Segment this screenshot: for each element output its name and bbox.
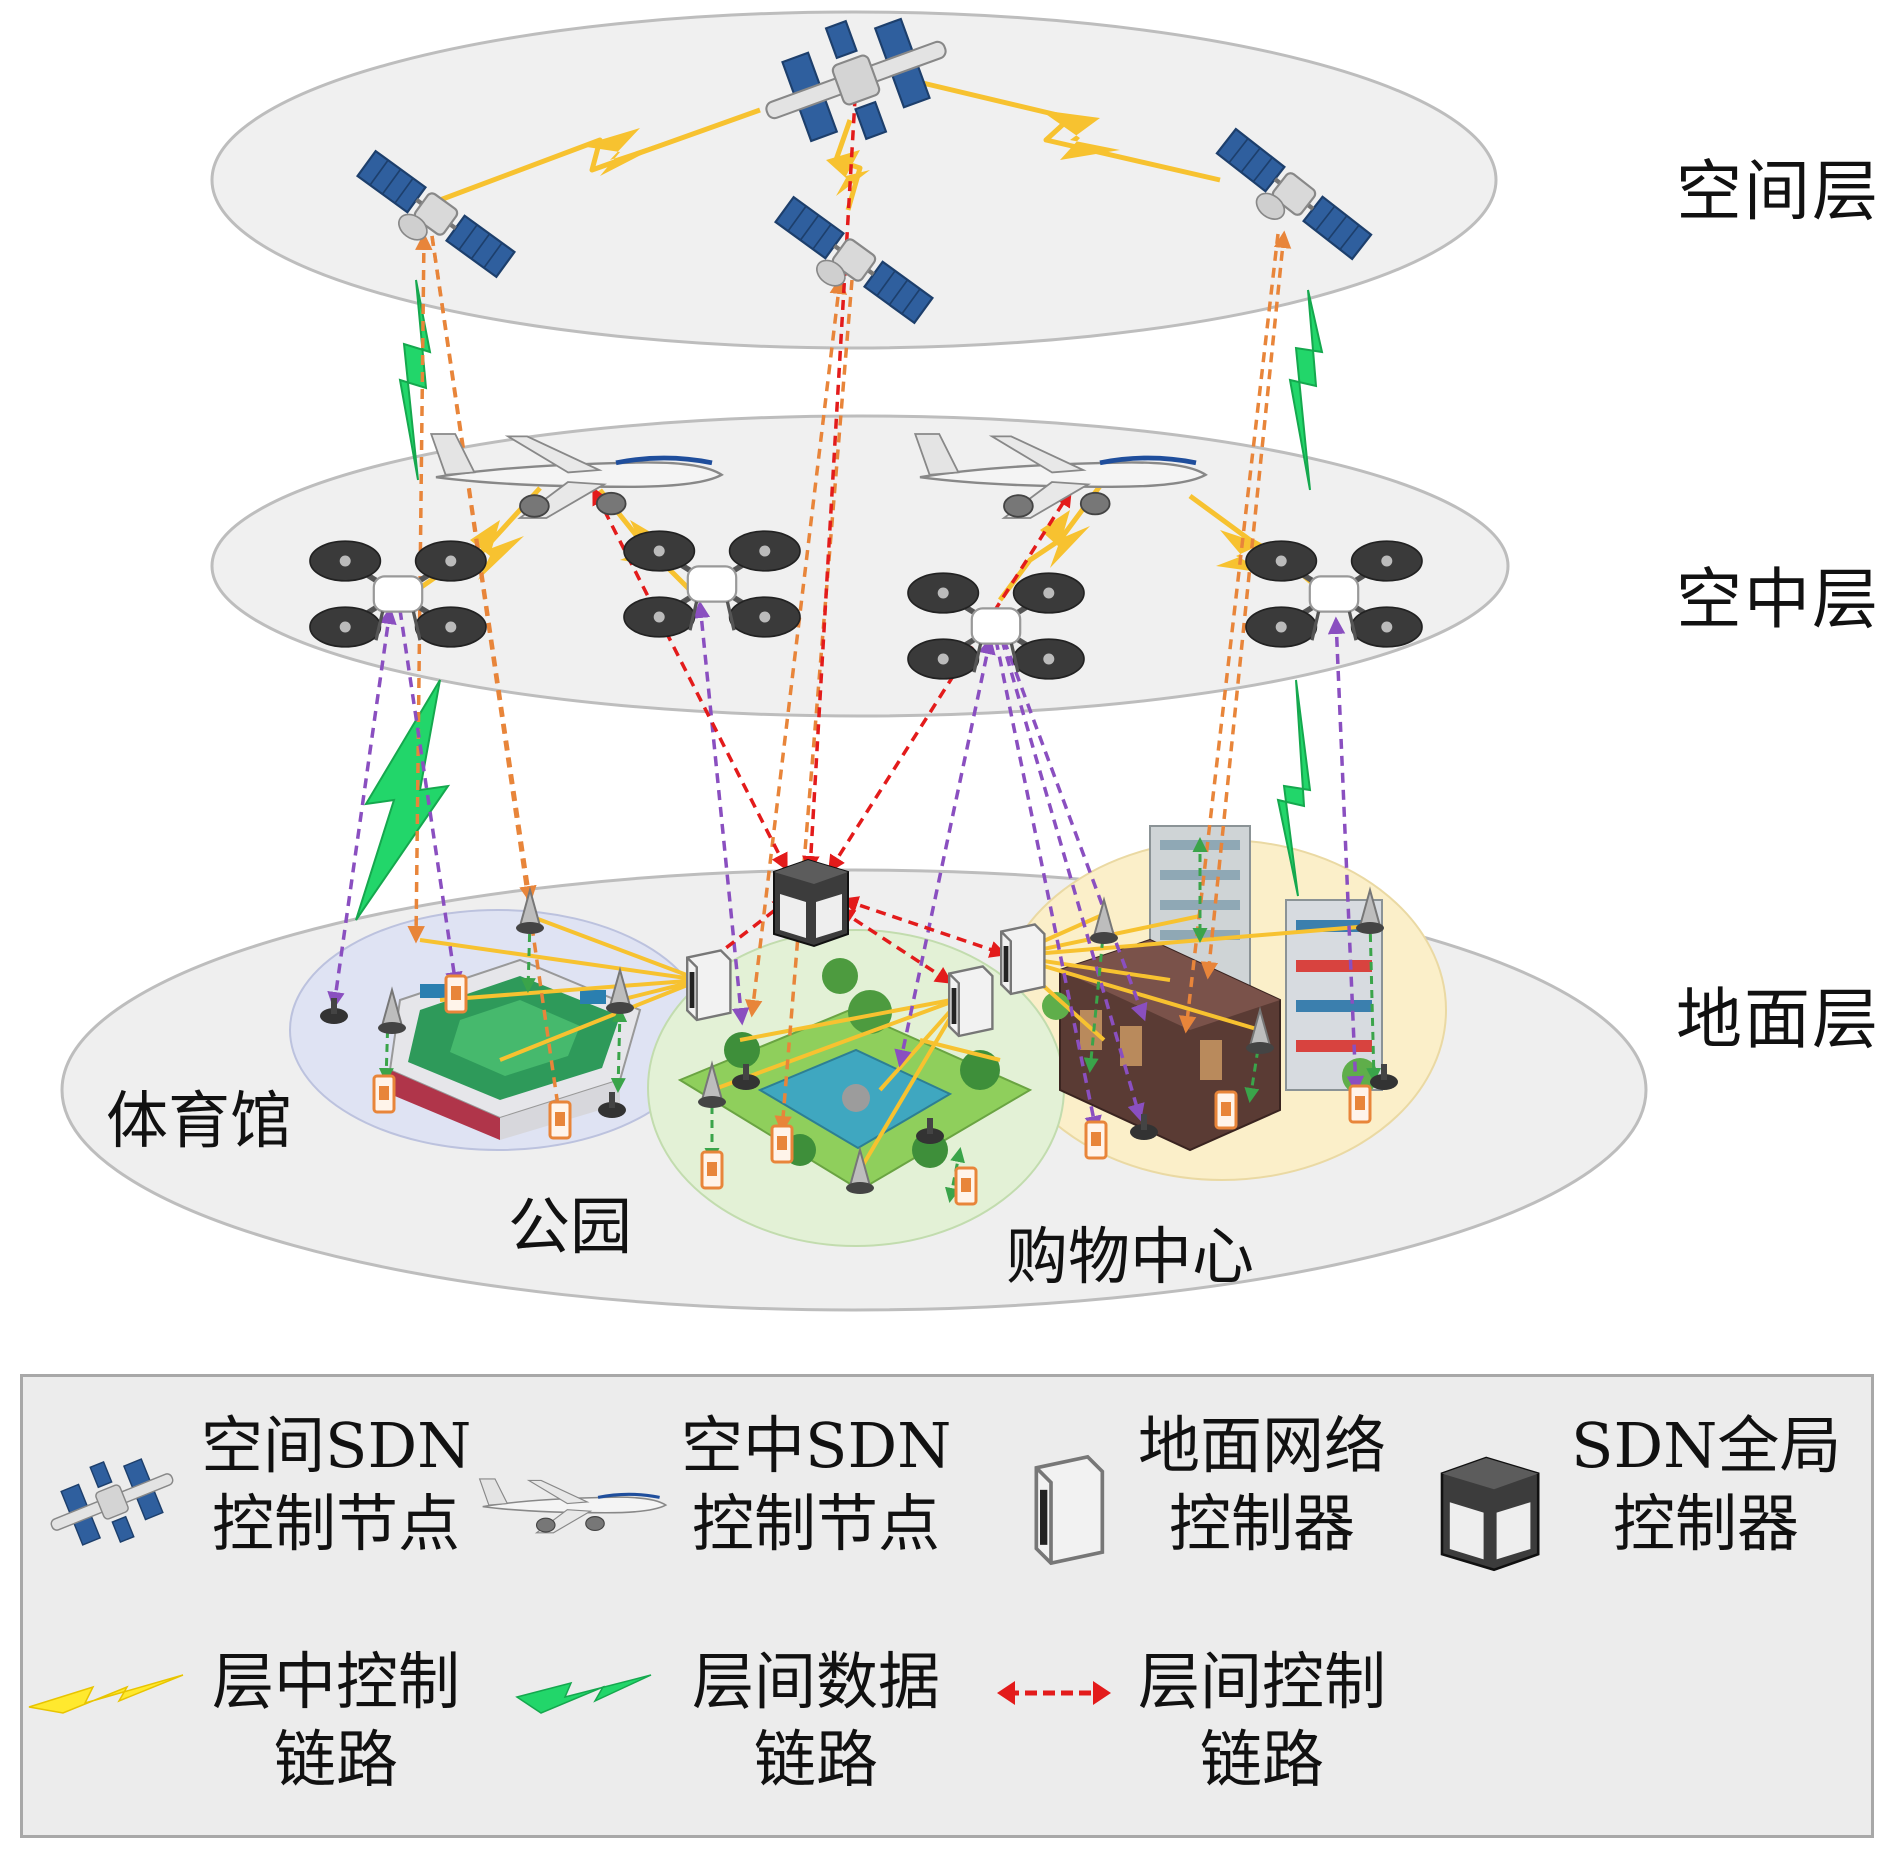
legend-intra-line1: 层中控制 — [211, 1645, 460, 1718]
legend-interctrl-line2: 链路 — [1199, 1723, 1324, 1796]
legend-interdata-line1: 层间数据 — [691, 1645, 940, 1718]
legend-intra-line2: 链路 — [273, 1723, 398, 1796]
park-label: 公园 — [508, 1190, 633, 1263]
server-icon — [1034, 1455, 1105, 1565]
mall-label: 购物中心 — [1006, 1220, 1255, 1293]
legend-space-line2: 控制节点 — [211, 1487, 460, 1560]
legend-air-line2: 控制节点 — [691, 1487, 940, 1560]
yellow-lightning-icon — [28, 1674, 184, 1714]
network-architecture-diagram — [60, 0, 1648, 1312]
air-layer-label: 空中层 — [1676, 561, 1880, 638]
legend-global-line1: SDN全局 — [1571, 1409, 1842, 1482]
sdn-global-controller — [773, 858, 849, 948]
ground-controller-mall — [1000, 923, 1046, 996]
legend-interdata-line2: 链路 — [753, 1723, 878, 1796]
legend-air-line1: 空中SDN — [681, 1409, 952, 1482]
red-double-arrow-icon — [997, 1681, 1111, 1705]
airplane-icon — [478, 1477, 668, 1535]
ground-controller-park — [948, 965, 994, 1038]
dual-server-icon — [1440, 1456, 1540, 1572]
legend-ground-line1: 地面网络 — [1137, 1409, 1386, 1482]
ground-controller-stadium — [686, 949, 732, 1022]
legend-panel: 空间SDN 控制节点 空中SDN 控制节点 地面网络 控制器 SDN全局 — [20, 1374, 1874, 1838]
ground-layer-label: 地面层 — [1676, 981, 1880, 1058]
satellite-icon — [37, 1447, 187, 1557]
legend-ground-line2: 控制器 — [1168, 1487, 1355, 1560]
space-layer-label: 空间层 — [1676, 153, 1880, 230]
legend-global-line2: 控制器 — [1612, 1487, 1799, 1560]
ground-local-data-links — [378, 837, 1382, 1203]
green-lightning-icon — [515, 1674, 652, 1714]
legend-space-line1: 空间SDN — [201, 1409, 472, 1482]
stadium-label: 体育馆 — [106, 1084, 293, 1157]
legend-interctrl-line1: 层间控制 — [1137, 1645, 1386, 1718]
